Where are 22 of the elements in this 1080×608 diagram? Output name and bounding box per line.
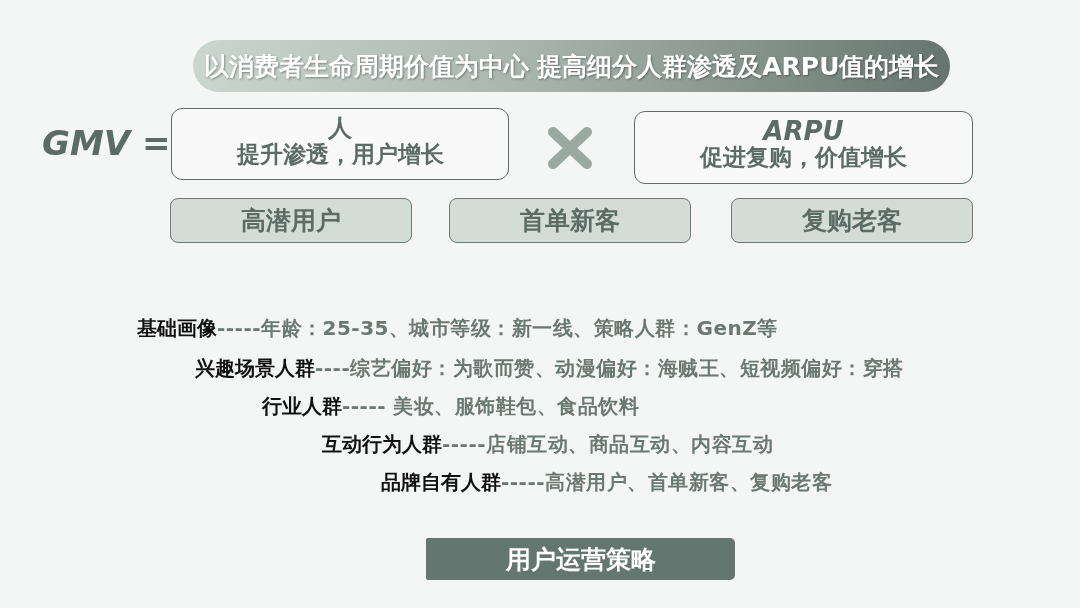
box-heading: ARPU — [763, 118, 844, 144]
category-detail: -----高潜用户、首单新客、复购老客 — [501, 470, 832, 494]
category-label: 行业人群 — [262, 394, 342, 418]
category-detail: ----- 美妆、服饰鞋包、食品饮料 — [342, 394, 640, 418]
category-label: 基础画像 — [137, 316, 217, 340]
segment-box: 首单新客 — [449, 198, 691, 243]
formula-box — [171, 108, 509, 180]
box-text: 提升渗透，用户增长 — [236, 141, 444, 168]
title-banner: 以消费者生命周期价值为中心 提高细分人群渗透及ARPU值的增长 — [193, 40, 950, 92]
box-heading: 人 — [328, 115, 352, 141]
strategy-banner: 用户运营策略 — [426, 538, 735, 580]
category-detail: -----年龄：25-35、城市等级：新一线、策略人群：GenZ等 — [217, 316, 778, 340]
formula-label: GMV = — [42, 123, 171, 163]
category-detail: -----店铺互动、商品互动、内容互动 — [442, 432, 773, 456]
segment-box: 高潜用户 — [170, 198, 412, 243]
category-label: 兴趣场景人群 — [195, 356, 315, 380]
category-label: 品牌自有人群 — [381, 470, 501, 494]
category-detail: ----综艺偏好：为歌而赞、动漫偏好：海贼王、短视频偏好：穿搭 — [315, 356, 904, 380]
box-text: 促进复购，价值增长 — [700, 144, 907, 171]
formula-box — [634, 111, 973, 184]
segment-box: 复购老客 — [731, 198, 973, 243]
category-label: 互动行为人群 — [322, 432, 442, 456]
